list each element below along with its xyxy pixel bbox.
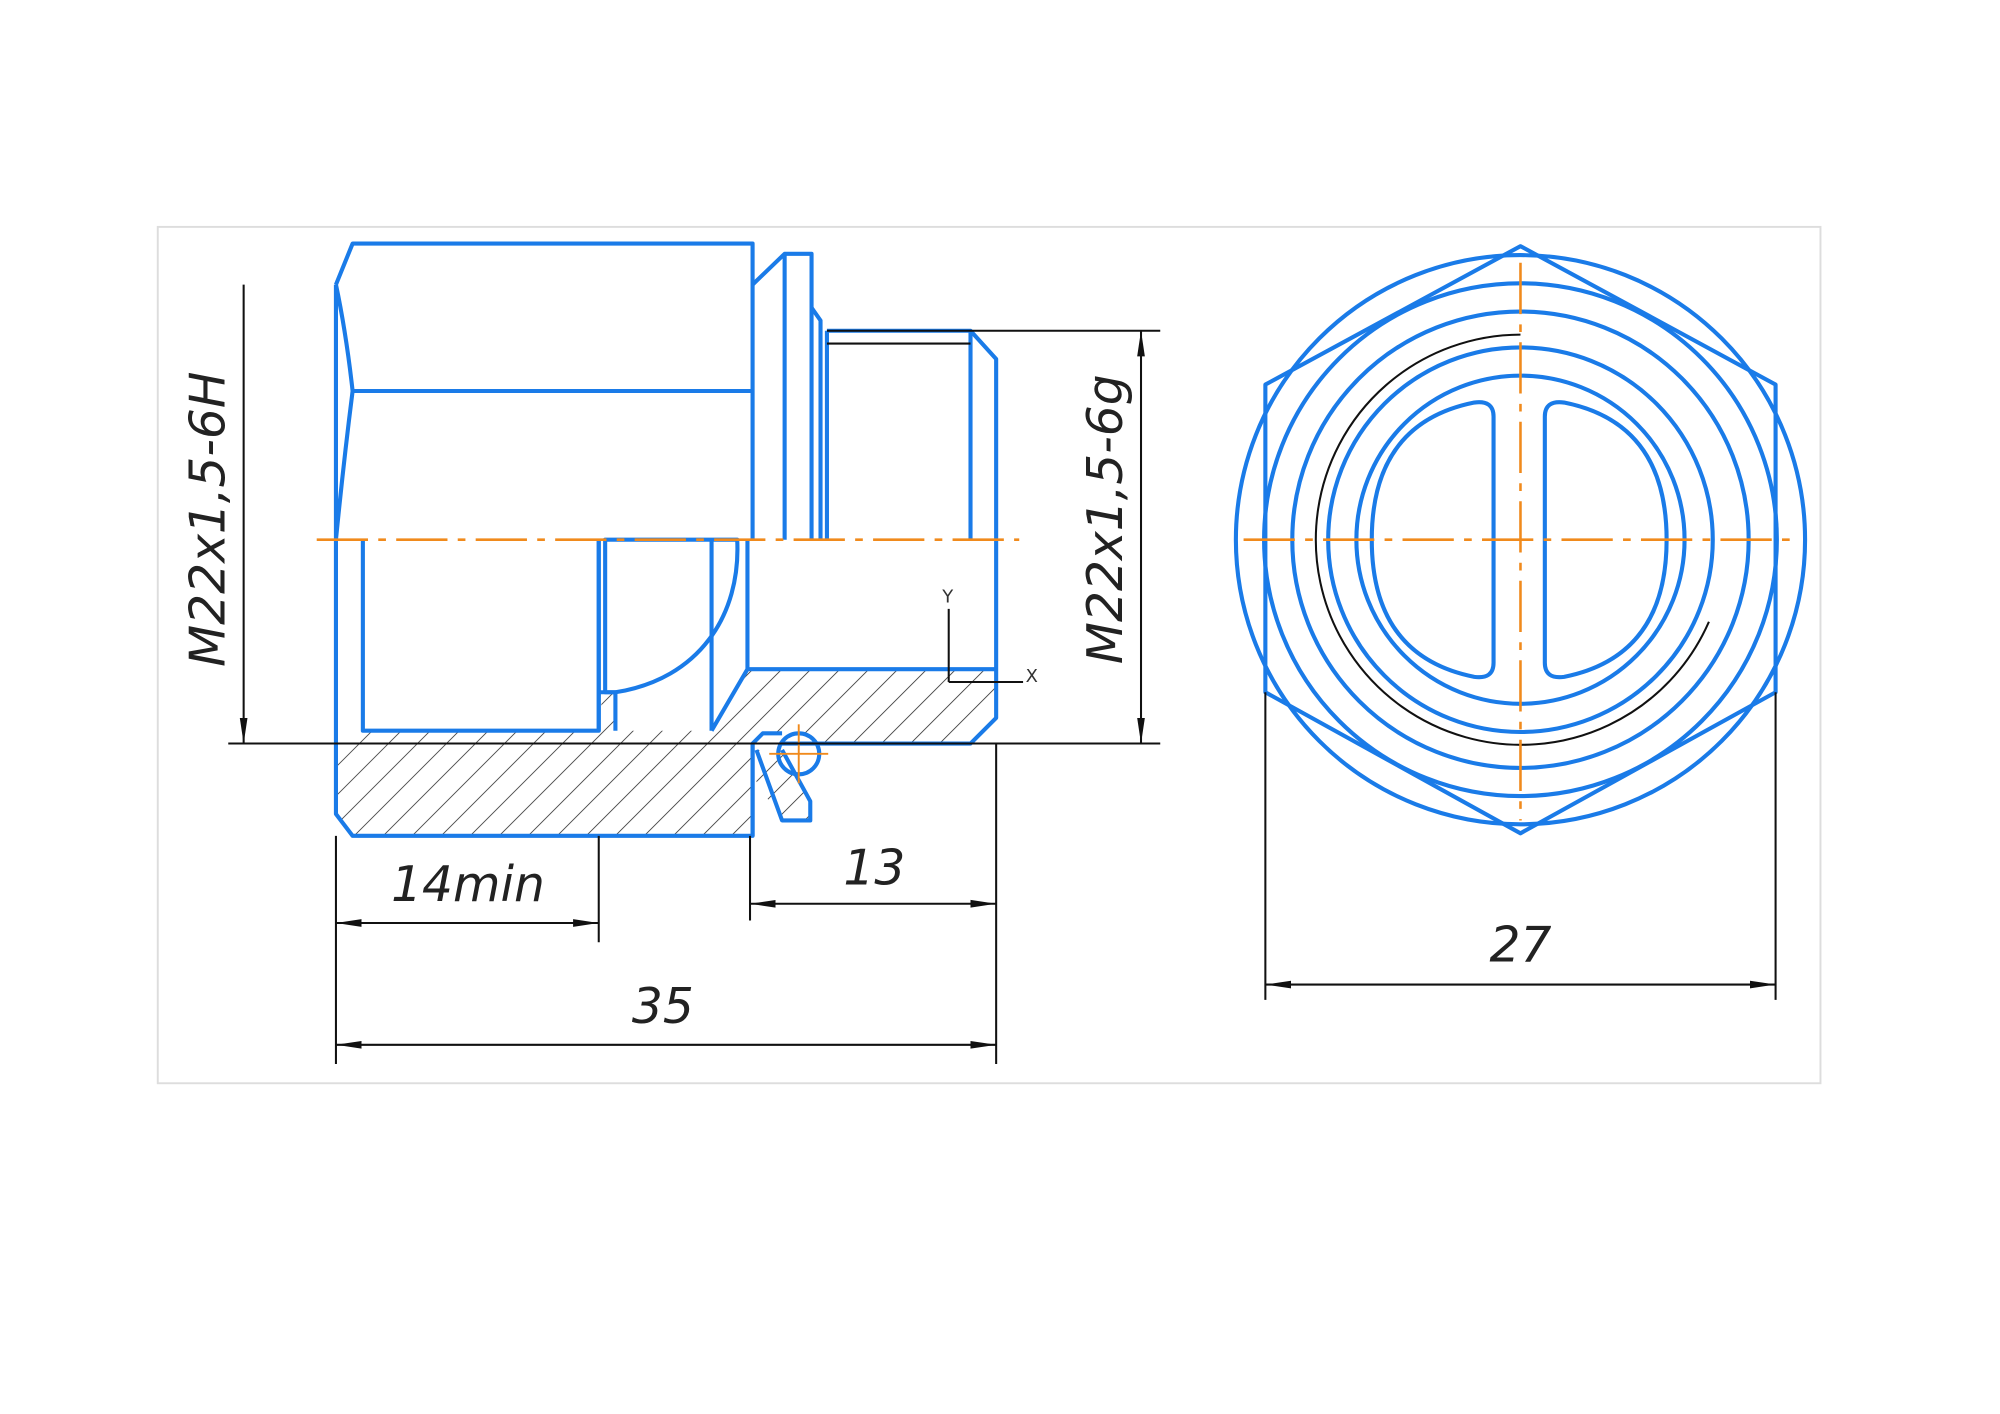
spigot-length-label: 13: [843, 841, 905, 897]
section-hatch: [335, 669, 997, 836]
axis-y-label: Y: [941, 587, 953, 608]
end-view: [1233, 244, 1808, 836]
axis-x-label: X: [1026, 666, 1038, 687]
external-thread-label: M22x1,5-6g: [1078, 374, 1134, 664]
drawing-frame: [156, 225, 1822, 1085]
internal-thread-label: M22x1,5-6H: [180, 371, 236, 666]
coordinate-axes-icon: Y X: [941, 587, 1038, 687]
crosshatch-region: [603, 537, 740, 695]
side-view-dimensions: M22x1,5-6H M22x1,5-6g 14min 13 35: [180, 284, 1161, 1065]
end-view-dimensions: 27: [1264, 692, 1777, 1000]
thread-depth-label: 14min: [391, 857, 545, 913]
groove-hatch: [756, 749, 811, 821]
overall-length-label: 35: [632, 979, 694, 1035]
side-view: Y X: [316, 241, 1038, 838]
across-flats-label: 27: [1489, 917, 1551, 973]
